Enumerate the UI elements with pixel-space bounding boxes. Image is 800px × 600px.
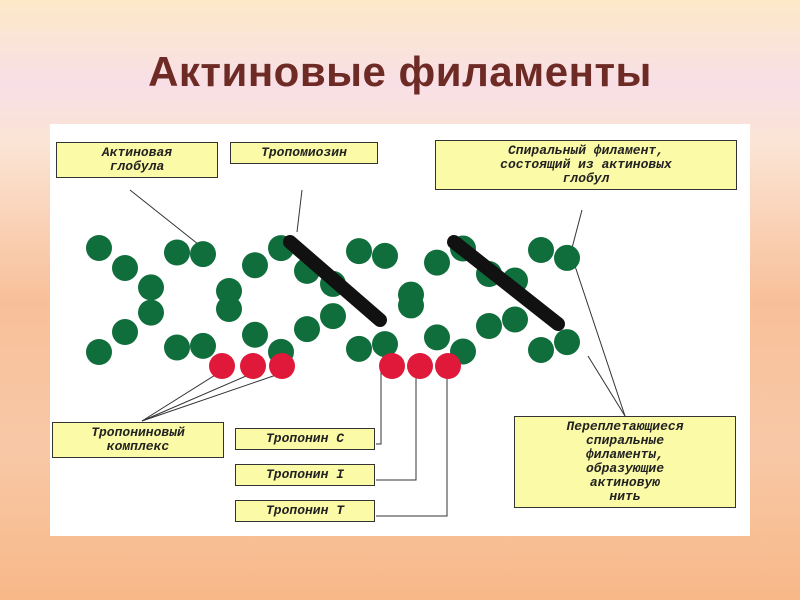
actin-globule xyxy=(112,319,138,346)
tropomyosin-strands xyxy=(283,235,565,331)
leader-intertwining-1 xyxy=(569,250,626,417)
troponin-globule xyxy=(407,353,433,379)
troponin-globule xyxy=(240,353,266,379)
leader-complex-3 xyxy=(141,372,283,422)
leader-troponin-c xyxy=(376,366,382,445)
label-troponin-t: Тропонин T xyxy=(235,500,375,522)
actin-globule xyxy=(424,249,450,276)
leader-troponin-t xyxy=(376,366,448,517)
actin-globule xyxy=(216,296,242,323)
actin-globule xyxy=(502,306,528,333)
actin-globule xyxy=(320,303,346,330)
actin-globule xyxy=(372,331,398,358)
actin-globule xyxy=(424,324,450,351)
label-troponin-i: Тропонин I xyxy=(235,464,375,486)
leader-complex-2 xyxy=(141,372,254,422)
leader-intertwining-2 xyxy=(587,355,626,417)
actin-strand-b xyxy=(86,237,580,365)
tropomyosin-strand xyxy=(283,235,387,327)
leader-troponin-i xyxy=(376,366,417,481)
tropomyosin-strand xyxy=(447,235,565,331)
actin-globule xyxy=(242,252,268,279)
leader-tropomyosin xyxy=(296,189,303,233)
actin-filament-diagram: Актиновая глобула Тропомиозин Спиральный… xyxy=(50,124,750,536)
actin-globule xyxy=(112,254,138,281)
actin-globule xyxy=(476,313,502,339)
actin-globule xyxy=(138,274,164,301)
actin-globule xyxy=(294,316,320,343)
troponin-globule xyxy=(269,353,295,379)
actin-globule xyxy=(190,332,216,359)
label-spiral-filament: Спиральный филамент, состоящий из актино… xyxy=(435,140,737,190)
actin-globule xyxy=(86,235,112,261)
actin-globule xyxy=(398,281,424,308)
label-troponin-complex: Тропониновый комплекс xyxy=(52,422,224,458)
troponin-globule xyxy=(435,353,461,379)
troponin-globules xyxy=(209,353,461,379)
actin-strand-a xyxy=(86,235,580,363)
actin-globule xyxy=(346,335,372,362)
actin-globule xyxy=(242,321,268,348)
label-actin-globule: Актиновая глобула xyxy=(56,142,218,178)
actin-globule xyxy=(528,336,554,363)
actin-globule xyxy=(554,244,580,271)
actin-globule xyxy=(372,242,398,269)
actin-globule xyxy=(346,238,372,265)
diagram-canvas xyxy=(86,189,626,517)
leader-actin-globule xyxy=(129,189,209,253)
actin-globule xyxy=(528,237,554,264)
actin-globule xyxy=(164,239,190,266)
label-troponin-c: Тропонин C xyxy=(235,428,375,450)
page-title: Актиновые филаменты xyxy=(148,48,652,95)
actin-globule xyxy=(164,334,190,361)
label-intertwining-filaments: Переплетающиеся спиральные филаменты, об… xyxy=(514,416,736,508)
troponin-globule xyxy=(209,353,235,379)
actin-globule xyxy=(86,339,112,365)
leader-spiral-filament xyxy=(571,209,583,249)
actin-globule xyxy=(216,277,242,304)
leader-lines xyxy=(129,189,626,517)
actin-globule xyxy=(190,241,216,268)
troponin-globule xyxy=(379,353,405,379)
leader-complex-1 xyxy=(141,371,221,422)
actin-globule xyxy=(138,299,164,326)
label-tropomyosin: Тропомиозин xyxy=(230,142,378,164)
actin-globule xyxy=(554,329,580,356)
